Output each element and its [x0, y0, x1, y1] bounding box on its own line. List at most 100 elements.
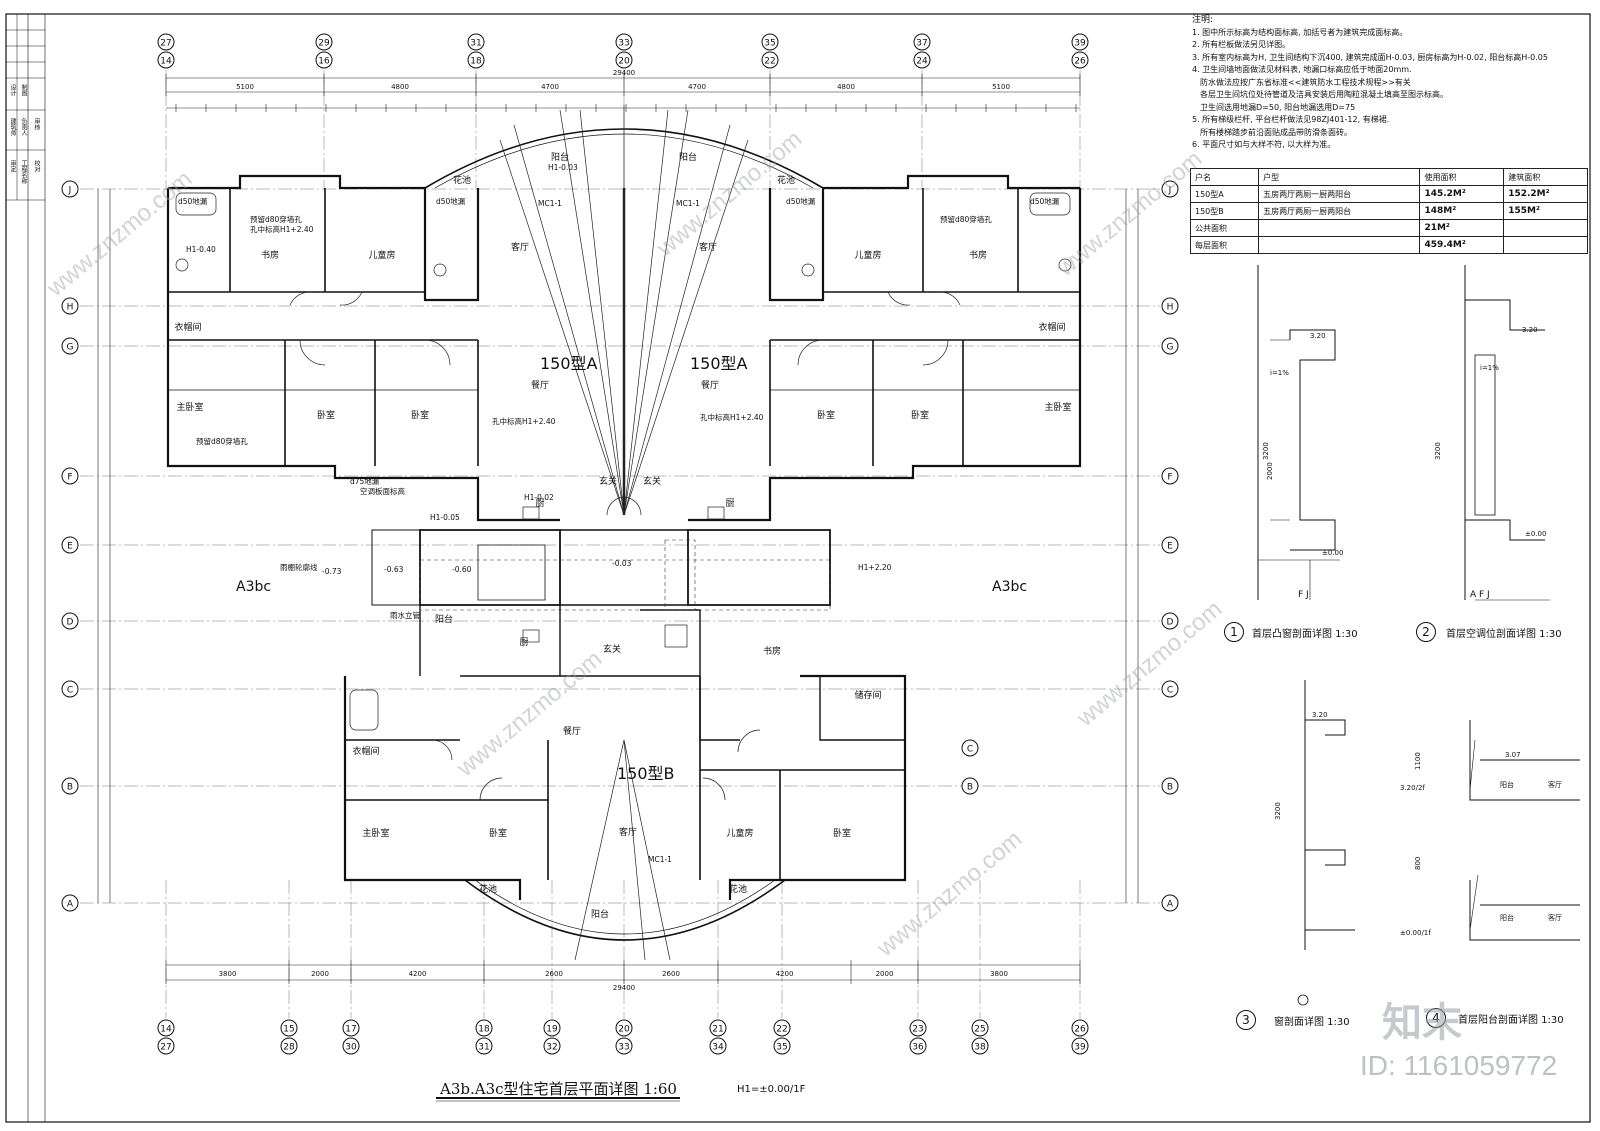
- room-label: 储存间: [854, 689, 881, 701]
- axis-bubble-top: 29: [315, 33, 333, 51]
- watermark-brand: 知末: [1382, 1001, 1462, 1045]
- svg-text:32: 32: [546, 1043, 557, 1053]
- axis-bubble-row: G: [61, 337, 79, 355]
- dimension-label: 4200: [409, 970, 427, 978]
- detail-title-2: 首层空调位剖面详图 1:30: [1446, 629, 1562, 640]
- detail-number-3: 3: [1236, 1010, 1256, 1030]
- svg-text:±0.00: ±0.00: [1322, 549, 1343, 557]
- annotation-label: 预留d80穿墙孔: [250, 214, 302, 224]
- area-table: 户名 户型 使用面积 建筑面积 150型A 五房两厅两厕一厨两阳台 145.2M…: [1189, 168, 1588, 254]
- svg-text:F: F: [1167, 473, 1172, 483]
- axis-bubble-row: D: [1161, 612, 1179, 630]
- titleblock-label: 制图: [20, 84, 27, 96]
- svg-text:23: 23: [912, 1025, 923, 1035]
- annotation-label: d50地漏: [436, 196, 466, 206]
- svg-text:B: B: [967, 783, 973, 793]
- axis-bubble-bottom: 38: [971, 1037, 989, 1055]
- svg-text:35: 35: [776, 1043, 787, 1053]
- axis-bubble-bottom: 39: [1071, 1037, 1089, 1055]
- axis-bubble-bottom: 32: [543, 1037, 561, 1055]
- svg-text:3200: 3200: [1274, 802, 1282, 820]
- svg-text:17: 17: [345, 1025, 356, 1035]
- table-header-cell: 建筑面积: [1503, 168, 1588, 186]
- unit-label-a-right: 150型A: [690, 354, 748, 373]
- axis-bubble-row: F: [1161, 467, 1179, 485]
- svg-text:31: 31: [478, 1043, 489, 1053]
- axis-bubble-row: H: [1161, 297, 1179, 315]
- svg-text:G: G: [67, 343, 74, 353]
- annotation-label: MC1-1: [676, 199, 700, 208]
- axis-bubble-row: F: [61, 467, 79, 485]
- svg-text:15: 15: [283, 1025, 294, 1035]
- room-label: 书房: [763, 645, 781, 657]
- titleblock-label: 审定: [9, 160, 16, 172]
- room-label: 花池: [777, 174, 795, 186]
- axis-bubble-top: 37: [913, 33, 931, 51]
- svg-text:22: 22: [776, 1025, 787, 1035]
- detail-title-3: 窗剖面详图 1:30: [1274, 1017, 1350, 1028]
- svg-text:3.20: 3.20: [1522, 326, 1538, 334]
- annotation-label: 雨棚轮廓线: [280, 562, 318, 572]
- axis-bubble-bottom: 30: [342, 1037, 360, 1055]
- axis-bubble-top: 22: [761, 51, 779, 69]
- svg-text:3.07: 3.07: [1505, 751, 1521, 759]
- svg-text:D: D: [67, 618, 74, 628]
- annotation-label: 空调板面标高: [360, 486, 405, 496]
- detail-number-1: 1: [1224, 622, 1244, 642]
- room-label: 衣帽间: [352, 745, 379, 757]
- axis-bubble-bottom: 33: [615, 1037, 633, 1055]
- svg-text:19: 19: [546, 1025, 558, 1035]
- titleblock-label: 负责人: [20, 118, 27, 136]
- room-label: 花池: [479, 883, 497, 895]
- svg-text:22: 22: [764, 57, 775, 67]
- annotation-label: 预留d80穿墙孔: [196, 436, 248, 446]
- room-label: 卧室: [817, 409, 835, 421]
- axis-bubble-top: 39: [1071, 33, 1089, 51]
- room-label: 主卧室: [176, 401, 203, 413]
- room-label: 卧室: [833, 827, 851, 839]
- total-dimension-bottom: 29400: [613, 984, 635, 992]
- dimension-label: 2000: [876, 970, 894, 978]
- axis-bubble-row: B: [61, 777, 79, 795]
- watermark-id: ID: 1161059772: [1360, 1050, 1558, 1081]
- note-line: 防水做法应按广东省标准<<建筑防水工程技术规程>>有关: [1200, 77, 1411, 87]
- svg-text:20: 20: [618, 57, 630, 67]
- table-row: 150型B 五房两厅两厕一厨两阳台 148M² 155M²: [1189, 202, 1588, 220]
- dimension-label: 4700: [541, 83, 559, 91]
- axis-bubble-row: J: [1161, 180, 1179, 198]
- axis-bubble-bottom: 28: [280, 1037, 298, 1055]
- room-label: 玄关: [643, 475, 661, 487]
- axis-bubble-bottom: 18: [475, 1019, 493, 1037]
- annotation-label: MC1-1: [538, 199, 562, 208]
- axis-bubble-top: 31: [467, 33, 485, 51]
- axis-bubble-bottom: 17: [342, 1019, 360, 1037]
- svg-text:37: 37: [916, 39, 927, 49]
- unit-label-b: 150型B: [617, 764, 675, 783]
- room-label: 书房: [969, 249, 987, 261]
- titleblock-label: 审核: [33, 118, 40, 130]
- axis-bubble-bottom: 36: [909, 1037, 927, 1055]
- table-cell: 五房两厅两厕一厨两阳台: [1258, 185, 1421, 203]
- room-label: 餐厅: [701, 379, 719, 391]
- svg-text:14: 14: [160, 57, 172, 67]
- axis-bubble-bottom: 34: [709, 1037, 727, 1055]
- drawing-title: A3b.A3c型住宅首层平面详图 1:60: [440, 1080, 677, 1098]
- note-line: 3. 所有室内标高为H, 卫生间结构下沉400, 建筑完成面H-0.03, 厨房…: [1192, 52, 1548, 62]
- room-label: 卧室: [317, 409, 335, 421]
- detail-title-1: 首层凸窗剖面详图 1:30: [1252, 629, 1358, 640]
- svg-text:D: D: [1167, 618, 1174, 628]
- axis-bubble-bottom: 31: [475, 1037, 493, 1055]
- svg-text:36: 36: [912, 1043, 924, 1053]
- room-label: 阳台: [591, 908, 609, 920]
- room-label: 玄关: [603, 643, 621, 655]
- svg-text:33: 33: [618, 39, 629, 49]
- axis-bubble-row: A: [1161, 894, 1179, 912]
- axis-bubble-top: 33: [615, 33, 633, 51]
- axis-bubble-bottom: 15: [280, 1019, 298, 1037]
- svg-text:J: J: [1168, 186, 1172, 196]
- svg-text:3200: 3200: [1262, 442, 1270, 460]
- svg-text:2000: 2000: [1266, 462, 1274, 480]
- axis-bubble-top: 24: [913, 51, 931, 69]
- svg-text:C: C: [67, 686, 73, 696]
- svg-text:C: C: [967, 745, 973, 755]
